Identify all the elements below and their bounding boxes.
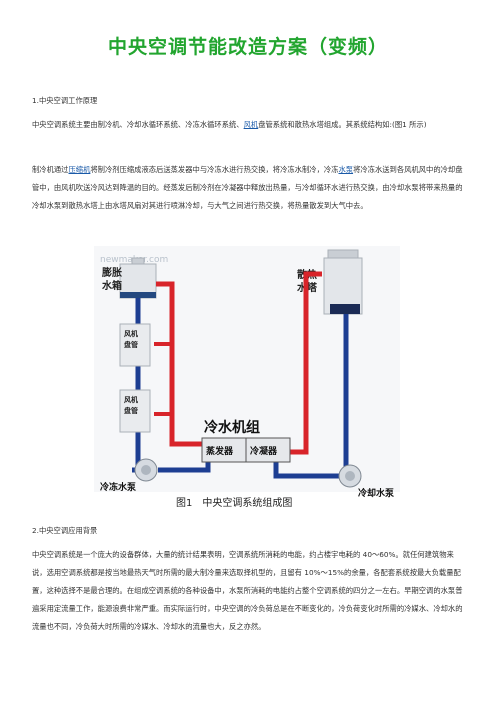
fan-coil-upper-label-1: 风机 [124,329,138,338]
expansion-tank: 膨胀 水箱 [101,257,157,299]
link-fan[interactable]: 风机 [243,120,259,129]
fan-coil-upper-label-2: 盘管 [124,340,138,349]
paragraph-system-composition: 中央空调系统主要由制冷机、冷却水循环系统、冷冻水循环系统、风机盘管系统和散热水塔… [32,116,464,134]
chilled-pump-label: 冷冻水泵 [100,481,137,493]
section-heading-principle: 1.中央空调工作原理 [32,96,98,105]
section-heading-background: 2.中央空调应用背景 [32,526,98,535]
expansion-tank-label-1: 膨胀 [102,266,122,279]
chilled-water-pump: 冷冻水泵 [100,458,158,493]
figure-caption: 图1 中央空调系统组成图 [176,496,292,509]
fan-coil-lower-label-1: 风机 [124,395,138,404]
paragraph-text: 将冷冻水送到各风机风中的冷却盘管中，由风机吹送冷风达到降温的目的。经蒸发后制冷剂… [32,165,463,210]
cooling-water-pump: 冷却水泵 [338,464,395,499]
link-pump[interactable]: 水泵 [338,165,354,174]
condenser-label: 冷凝器 [250,445,278,457]
cooling-pump-label: 冷却水泵 [358,487,395,499]
paragraph-working-principle: 制冷机通过压缩机将制冷剂压缩成液态后送蒸发器中与冷冻水进行热交换，将冷冻水制冷，… [32,161,464,215]
chiller-unit: 冷水机组 蒸发器 冷凝器 [201,419,291,463]
hvac-system-diagram: newmaker.com 膨胀 水箱 散热 水塔 [92,244,402,510]
fan-coil-lower: 风机 盘管 [119,389,151,433]
paragraph-application-background: 中央空调系统是一个庞大的设备群体，大量的统计结果表明，空调系统所消耗的电能，约占… [32,550,463,631]
paragraph-text: 制冷机通过 [32,165,69,174]
cooling-tower: 散热 水塔 [296,249,363,315]
expansion-tank-label-2: 水箱 [101,279,122,292]
link-compressor[interactable]: 压缩机 [68,165,91,174]
paragraph-text: 中央空调系统主要由制冷机、冷却水循环系统、冷冻水循环系统、 [32,120,244,129]
chiller-label: 冷水机组 [204,419,260,436]
fan-coil-upper: 风机 盘管 [119,323,151,367]
document-title: 中央空调节能改造方案（变频） [107,36,388,58]
fan-coil-lower-label-2: 盘管 [124,406,138,415]
paragraph-text: 盘管系统和散热水塔组成。其系统结构如:(图1 所示) [258,120,427,129]
paragraph-text: 将制冷剂压缩成液态后送蒸发器中与冷冻水进行热交换，将冷冻水制冷，冷冻 [90,165,339,174]
evaporator-label: 蒸发器 [206,445,234,457]
